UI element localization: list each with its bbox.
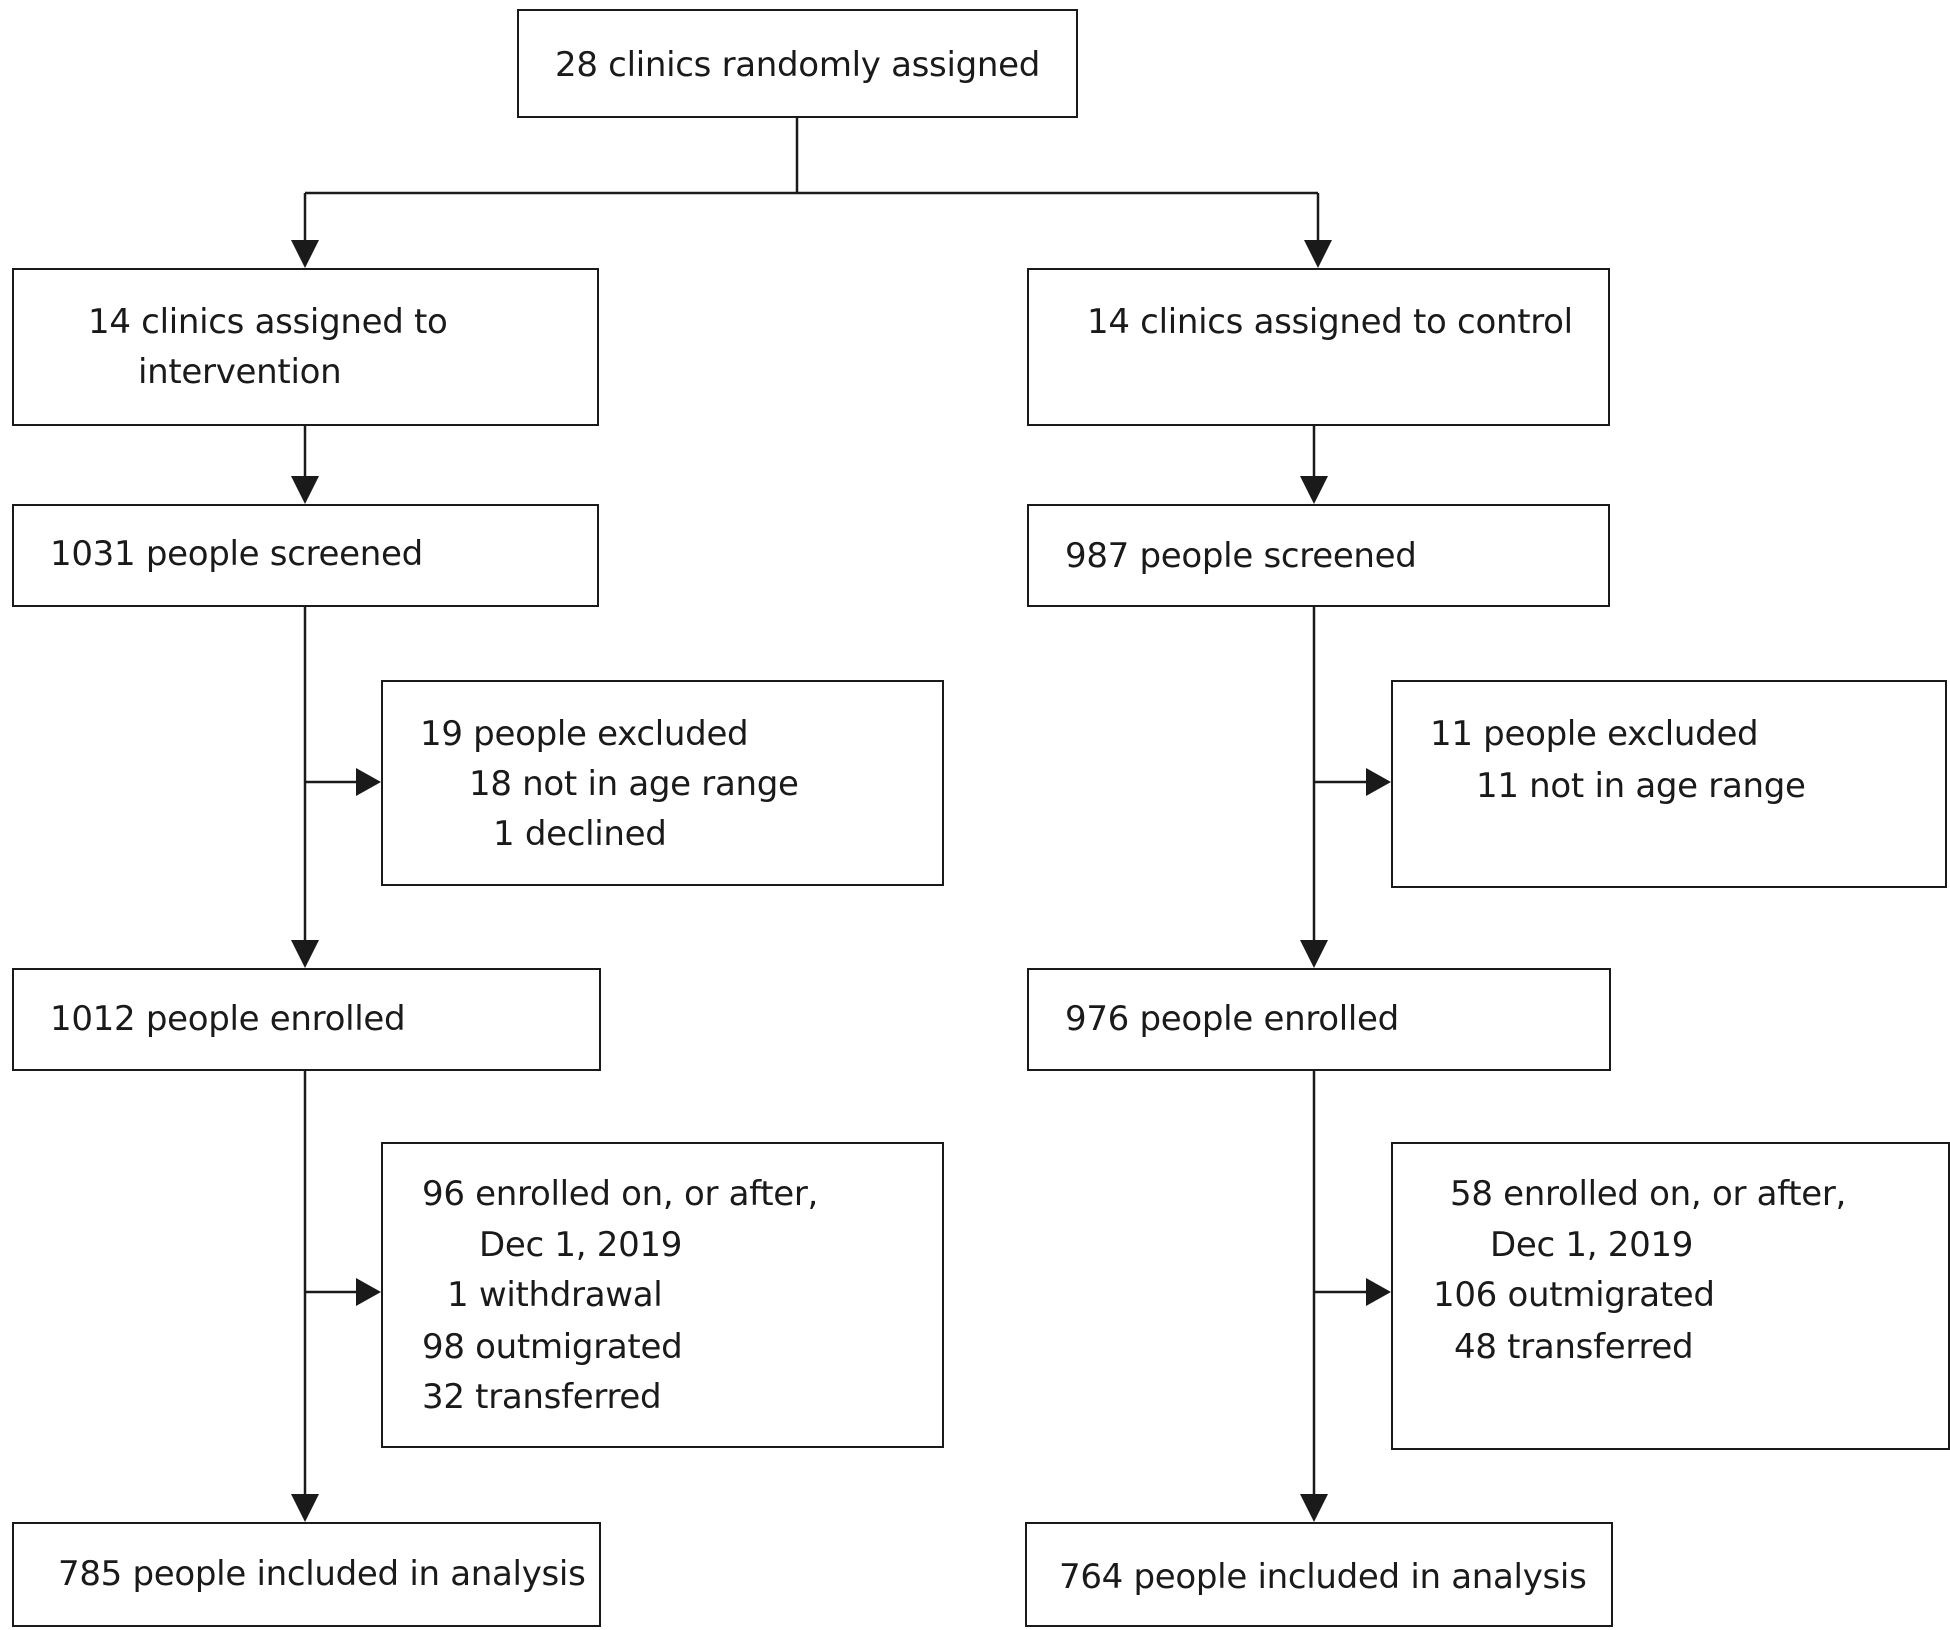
- control-screened-text: 987 people screened: [1065, 536, 1417, 576]
- intervention-excluded-box: 19 people excluded 18 not in age range 1…: [381, 680, 944, 886]
- control-removed-line4: 48 transferred: [1454, 1327, 1694, 1367]
- intervention-removed-line1: 96 enrolled on, or after,: [422, 1174, 819, 1214]
- intervention-removed-box: 96 enrolled on, or after, Dec 1, 2019 1 …: [381, 1142, 944, 1448]
- intervention-assigned-line1: 14 clinics assigned to: [88, 302, 448, 342]
- control-assigned-text: 14 clinics assigned to control: [1087, 302, 1573, 342]
- arrowhead: [1304, 240, 1332, 268]
- arrowhead: [1300, 1494, 1328, 1522]
- arrowhead: [1300, 476, 1328, 504]
- intervention-enrolled-box: 1012 people enrolled: [12, 968, 601, 1071]
- split-connector: [305, 118, 1318, 195]
- control-assigned-box: 14 clinics assigned to control: [1027, 268, 1610, 426]
- arrowhead: [356, 768, 381, 796]
- control-removed-line1: 58 enrolled on, or after,: [1450, 1174, 1847, 1214]
- intervention-excluded-header: 19 people excluded: [420, 714, 749, 754]
- intervention-screened-text: 1031 people screened: [50, 534, 423, 574]
- control-analysis-box: 764 people included in analysis: [1025, 1522, 1613, 1627]
- intervention-assigned-box: 14 clinics assigned to intervention: [12, 268, 599, 426]
- arrowhead: [1366, 1278, 1391, 1306]
- intervention-removed-line4: 98 outmigrated: [422, 1327, 683, 1367]
- arrowhead: [291, 940, 319, 968]
- control-removed-line2: Dec 1, 2019: [1490, 1225, 1694, 1265]
- intervention-analysis-text: 785 people included in analysis: [58, 1554, 586, 1594]
- intervention-removed-line5: 32 transferred: [422, 1377, 662, 1417]
- intervention-enrolled-text: 1012 people enrolled: [50, 999, 406, 1039]
- intervention-removed-line3: 1 withdrawal: [447, 1275, 663, 1315]
- intervention-assigned-line2: intervention: [138, 352, 342, 392]
- arrowhead: [291, 476, 319, 504]
- control-enrolled-box: 976 people enrolled: [1027, 968, 1611, 1071]
- intervention-screened-box: 1031 people screened: [12, 504, 599, 607]
- control-removed-box: 58 enrolled on, or after, Dec 1, 2019 10…: [1391, 1142, 1950, 1450]
- intervention-analysis-box: 785 people included in analysis: [12, 1522, 601, 1627]
- intervention-excluded-reason-age: 18 not in age range: [469, 764, 799, 804]
- arrowhead: [1300, 940, 1328, 968]
- arrowhead: [1366, 768, 1391, 796]
- arrowhead: [356, 1278, 381, 1306]
- control-excluded-box: 11 people excluded 11 not in age range: [1391, 680, 1947, 888]
- intervention-removed-line2: Dec 1, 2019: [479, 1225, 683, 1265]
- arrowhead: [291, 1494, 319, 1522]
- control-screened-box: 987 people screened: [1027, 504, 1610, 607]
- arrowhead: [291, 240, 319, 268]
- control-analysis-text: 764 people included in analysis: [1059, 1557, 1587, 1597]
- control-removed-line3: 106 outmigrated: [1433, 1275, 1715, 1315]
- control-excluded-header: 11 people excluded: [1430, 714, 1759, 754]
- randomization-text: 28 clinics randomly assigned: [555, 45, 1041, 85]
- control-enrolled-text: 976 people enrolled: [1065, 999, 1399, 1039]
- control-excluded-reason-age: 11 not in age range: [1476, 766, 1806, 806]
- intervention-excluded-reason-declined: 1 declined: [493, 814, 667, 854]
- randomization-box: 28 clinics randomly assigned: [517, 9, 1078, 118]
